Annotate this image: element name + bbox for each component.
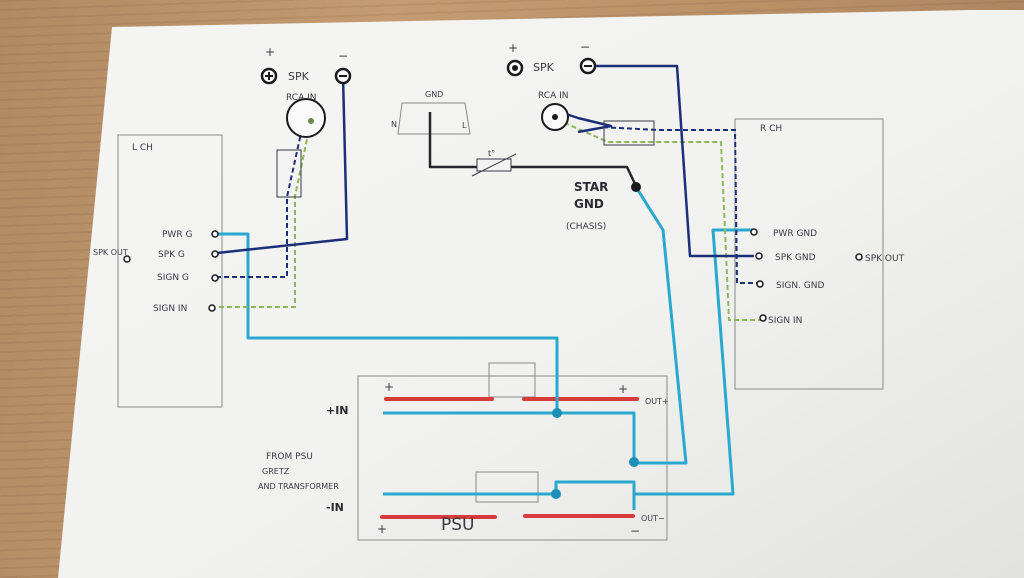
star-gnd-line3: (CHASIS) <box>566 222 606 232</box>
right-pwr-gnd-wire <box>634 228 753 496</box>
left-channel-board <box>117 134 223 408</box>
board-pins <box>123 228 863 322</box>
psu-minus-in-label: -IN <box>326 501 344 514</box>
right-spk-minus-sign: − <box>580 40 590 54</box>
star-gnd-line2: GND <box>574 197 604 211</box>
psu-plus-bottom-left: + <box>377 522 387 536</box>
left-spk-minus-wire <box>216 75 349 255</box>
psu-title: PSU <box>441 515 475 535</box>
psu-plus-top-right: + <box>618 382 628 396</box>
left-spk-minus-sign: − <box>338 49 348 63</box>
left-sign-in-wire <box>219 124 311 308</box>
mains-n-label: N <box>391 120 397 129</box>
paper-sheet <box>58 10 1024 578</box>
psu-out-plus-label: OUT+ <box>645 397 669 406</box>
green-signal-wires <box>219 119 763 321</box>
right-spk-plus-sign: + <box>508 41 518 55</box>
left-spk-plus-sign: + <box>265 45 275 59</box>
right-spk-out-label: SPK OUT <box>865 254 905 264</box>
psu-out-minus-label: OUT− <box>641 514 665 523</box>
star-gnd-dot <box>631 182 641 192</box>
left-spk-g-label: SPK G <box>158 250 185 260</box>
right-sign-in-label: SIGN IN <box>768 316 802 326</box>
psu-rails <box>380 397 639 519</box>
left-sign-gnd-wire <box>216 123 304 278</box>
psu-plus-top-left: + <box>384 380 394 394</box>
right-sign-gnd-label: SIGN. GND <box>776 281 825 291</box>
cyan-power-wires <box>216 186 753 510</box>
left-spk-out-label: SPK OUT <box>93 248 128 257</box>
psu-from-line1: FROM PSU <box>266 452 313 462</box>
left-pwr-g-label: PWR G <box>162 230 192 240</box>
left-sign-in-label: SIGN IN <box>153 304 187 314</box>
psu-resistor-top <box>488 362 536 398</box>
psu-board <box>357 375 668 541</box>
right-channel-board <box>734 118 884 390</box>
star-to-psu-wire <box>634 186 688 465</box>
psu-plus-in-label: +IN <box>326 404 349 417</box>
psu-minus-bus <box>383 480 636 510</box>
left-pwr-gnd-wire <box>216 232 559 413</box>
psu-plus-bus <box>383 411 636 462</box>
right-rca-label: RCA IN <box>538 91 569 101</box>
right-pwr-gnd-label: PWR GND <box>773 229 817 239</box>
left-ch-header: L CH <box>132 143 153 153</box>
right-rca-center <box>552 114 558 120</box>
right-sign-gnd-wire <box>599 126 761 284</box>
star-gnd-line1: STAR <box>574 180 608 194</box>
left-rca-center <box>308 118 314 124</box>
ground-wire <box>428 112 638 187</box>
right-spk-minus-wire <box>588 64 754 258</box>
left-sign-g-label: SIGN G <box>157 273 189 283</box>
mains-gnd-label: GND <box>425 90 443 99</box>
left-rca-filter <box>276 149 302 198</box>
left-rca-jack <box>286 98 326 138</box>
rca-jacks <box>286 98 569 138</box>
mains-connector <box>397 102 471 135</box>
psu-from-line3: AND TRANSFORMER <box>258 482 339 491</box>
terminal-marks <box>265 65 592 80</box>
right-spk-gnd-label: SPK GND <box>775 253 816 263</box>
left-rca-label: RCA IN <box>286 93 317 103</box>
labels: + − SPK RCA IN + − SPK RCA IN GND N L t°… <box>93 40 905 538</box>
right-rca-filter <box>603 120 655 146</box>
thermistor-label: t° <box>488 149 495 158</box>
junction-dots <box>551 408 639 499</box>
psu-resistor-bottom <box>475 471 539 503</box>
right-sign-in-wire <box>557 119 763 321</box>
right-spk-label: SPK <box>533 61 555 74</box>
right-ch-header: R CH <box>760 124 782 134</box>
psu-minus-bottom-right: − <box>630 524 640 538</box>
right-rca-wire <box>559 110 613 134</box>
filters <box>276 120 655 198</box>
pencil-outlines <box>117 102 884 541</box>
blue-ink-wires <box>216 64 754 258</box>
blue-dashed-wires <box>216 123 761 284</box>
thermistor <box>471 153 517 177</box>
psu-from-line2: GRETZ <box>262 467 290 476</box>
left-spk-label: SPK <box>288 70 310 83</box>
mains-l-label: L <box>462 121 467 130</box>
